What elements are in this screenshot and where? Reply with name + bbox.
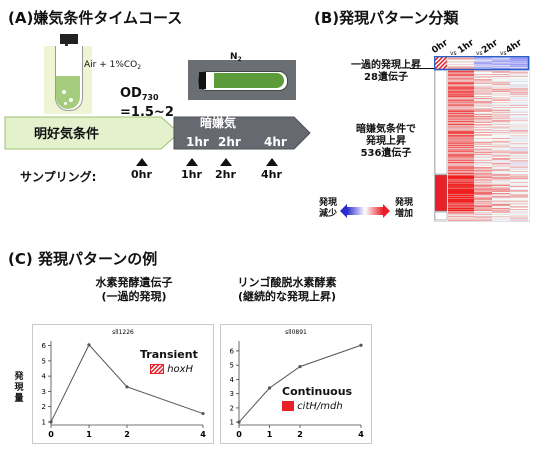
culture-tube <box>38 34 102 116</box>
sampling-marker-4hr <box>266 158 278 166</box>
chart-0-xtick-label: 2 <box>124 430 130 439</box>
legend-high-label: 発現 増加 <box>394 198 413 219</box>
col-label-2hr: 2hr <box>480 37 501 56</box>
transient-swatch <box>150 364 164 374</box>
col-label-vs-2: vs <box>476 50 483 57</box>
sampling-time-0hr: 0hr <box>131 168 152 181</box>
chart-1-xtick-label: 1 <box>267 430 273 439</box>
vessel-gas-label: N2 <box>230 52 242 63</box>
chart-1-ytick-label: 4 <box>230 376 235 384</box>
chart-0-title: sll1226 <box>112 329 134 336</box>
chart-1-xtick-label: 4 <box>358 430 364 439</box>
dark-time-1hr: 1hr <box>186 135 209 149</box>
chart-1-ytick-label: 3 <box>230 390 234 398</box>
phase-arrows <box>4 116 311 150</box>
legend-continuous-gene-row: citH/mdh <box>282 401 343 412</box>
chart-1-point <box>237 420 241 424</box>
y-axis-label: 発現量 <box>14 372 24 404</box>
sampling-time-4hr: 4hr <box>261 168 282 181</box>
sampling-marker-1hr <box>186 158 198 166</box>
chart-0-ytick-label: 4 <box>42 373 47 381</box>
anaerobic-vessel <box>188 60 296 100</box>
panel-a-title: (A)嫌気条件タイムコース <box>8 9 183 27</box>
dark-time-2hr: 2hr <box>218 135 241 149</box>
chart-0-ytick-label: 6 <box>42 342 47 350</box>
continuous-swatch <box>282 401 294 411</box>
col-label-vs-1: vs <box>450 50 457 57</box>
chart-1-xtick-label: 2 <box>297 430 303 439</box>
chart-0-xtick-label: 0 <box>48 430 54 439</box>
od-label: OD730 =1.5~2 <box>120 86 174 120</box>
chart-1-series-line <box>238 344 362 423</box>
right-chart-caption: リンゴ酸脱水素酵素 (継続的な発現上昇) <box>237 276 337 303</box>
chart-1-point <box>267 386 272 390</box>
chart-1-title: sll0891 <box>285 329 307 336</box>
col-label-4hr: 4hr <box>504 37 525 56</box>
continuous-gene: citH/mdh <box>297 401 343 412</box>
sampling-time-2hr: 2hr <box>215 168 236 181</box>
light-phase-arrow <box>4 116 180 150</box>
col-label-vs-3: vs <box>500 50 507 57</box>
sampling-marker-0hr <box>136 158 148 166</box>
sampling-time-1hr: 1hr <box>181 168 202 181</box>
tube-gas-label: Air + 1%CO2 <box>84 60 142 71</box>
chart-1-ytick-label: 1 <box>230 419 234 427</box>
chart-1-point <box>298 365 302 369</box>
panel-c-title: (C) 発現パターンの例 <box>8 250 158 268</box>
group1-connector <box>410 68 434 69</box>
chart-0-ytick-label: 2 <box>42 403 46 411</box>
legend-transient: Transient <box>140 348 198 361</box>
chart-0-series-line <box>50 343 204 423</box>
sampling-label: サンプリング: <box>20 170 97 184</box>
legend-transient-gene-row: hoxH <box>150 364 193 375</box>
transient-gene: hoxH <box>167 364 194 375</box>
dark-phase-arrow <box>173 116 311 150</box>
heatmap-column-labels: 0hr vs 1hr vs 2hr vs 4hr <box>430 38 530 58</box>
sampling-marker-2hr <box>220 158 232 166</box>
dark-time-4hr: 4hr <box>264 135 287 149</box>
chart-0-ytick-label: 1 <box>42 418 46 426</box>
legend-continuous: Continuous <box>282 385 353 398</box>
panel-b-title: (B)発現パターン分類 <box>314 9 459 27</box>
chart-0-ytick-label: 3 <box>42 388 46 396</box>
col-label-1hr: 1hr <box>456 37 477 56</box>
left-chart-caption: 水素発酵遺伝子 (一過的発現) <box>95 276 173 303</box>
chart-0-point <box>87 343 91 347</box>
chart-1-xtick-label: 0 <box>236 430 242 439</box>
color-scale-legend <box>340 204 390 218</box>
group2-label: 暗嫌気条件で 発現上昇 536遺伝子 <box>356 124 416 159</box>
chart-0-xtick-label: 1 <box>86 430 92 439</box>
chart-1-point <box>359 343 363 347</box>
chart-1-ytick-label: 2 <box>230 404 234 412</box>
chart-1-ytick-label: 6 <box>230 347 235 355</box>
dark-phase-label: 暗嫌気 <box>200 116 237 130</box>
chart-0-point <box>201 411 205 416</box>
light-phase-label: 明好気条件 <box>34 127 100 142</box>
col-label-0hr: 0hr <box>430 37 451 56</box>
chart-0-point <box>49 420 53 424</box>
chart-1-ytick-label: 5 <box>230 362 234 370</box>
legend-low-label: 発現 減少 <box>318 198 337 219</box>
expression-heatmap <box>434 56 530 222</box>
chart-0-xtick-label: 4 <box>200 430 206 439</box>
chart-0-point <box>125 385 129 389</box>
group1-label: 一過的発現上昇 28遺伝子 <box>351 60 421 83</box>
chart-0-ytick-label: 5 <box>42 357 46 365</box>
